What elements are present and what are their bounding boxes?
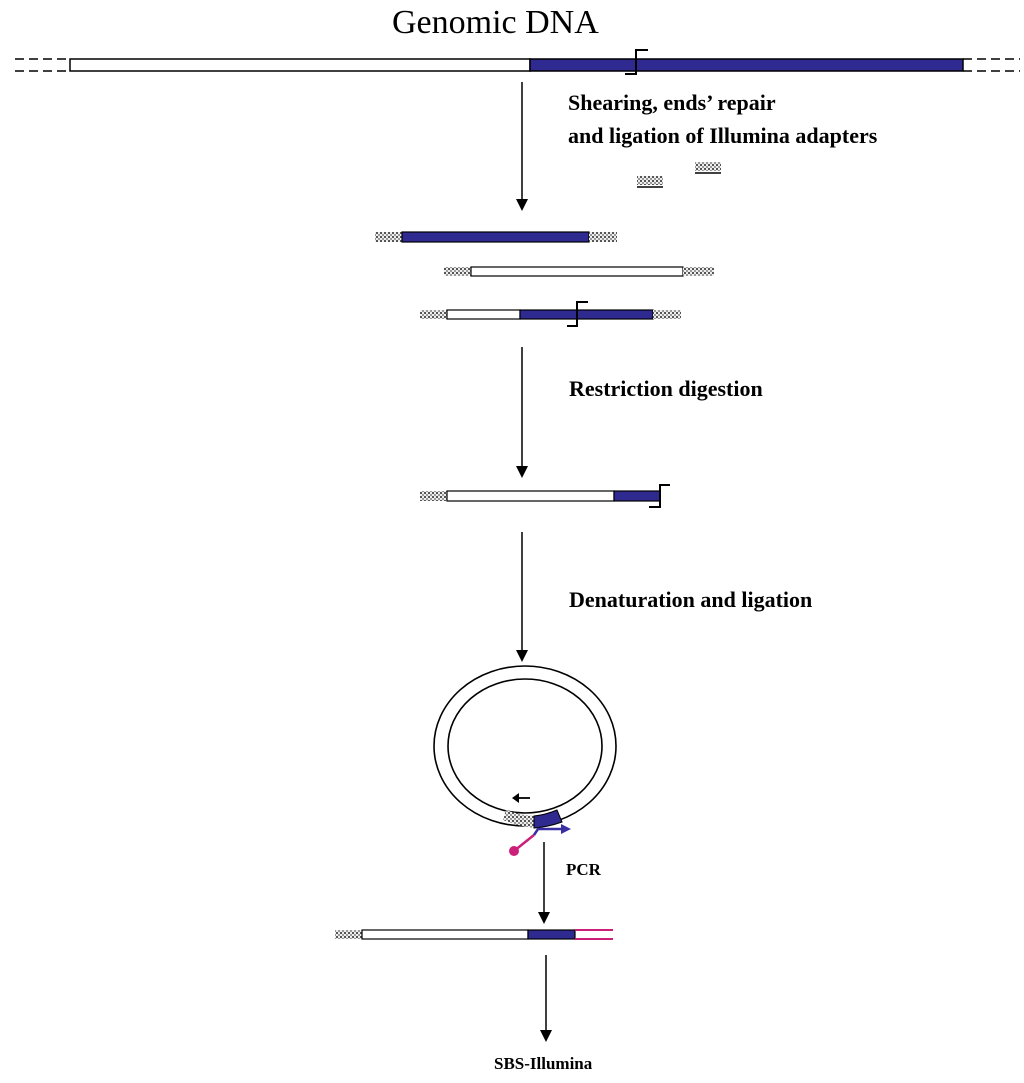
adapter-fragment (637, 176, 663, 185)
adapter-region (503, 810, 534, 828)
illumina-adapters (637, 162, 721, 188)
adapter-fragment (695, 162, 721, 171)
fragment-2 (444, 266, 714, 277)
adapter-right (683, 267, 714, 276)
step-denaturation: Denaturation and ligation (569, 587, 813, 612)
step-restriction: Restriction digestion (569, 376, 763, 401)
adapter-left (444, 267, 471, 276)
restriction-site-icon (625, 49, 648, 75)
pcr-primers (509, 824, 571, 856)
fragment-3 (420, 301, 681, 327)
adapter-left (335, 930, 362, 939)
circular-dna (433, 665, 617, 829)
sticky-end-icon (649, 484, 670, 508)
target-region (533, 809, 563, 829)
dna-target-region (529, 58, 964, 72)
digested-fragment (420, 484, 670, 508)
step-shearing-line2: and ligation of Illumina adapters (568, 123, 878, 148)
adapter-left (420, 310, 447, 319)
step-pcr: PCR (566, 860, 601, 879)
adapter-left (375, 232, 402, 242)
genomic-dna (15, 49, 1020, 75)
pcr-product (335, 929, 613, 940)
adapter-left (420, 491, 447, 501)
adapter-right (589, 232, 617, 242)
restriction-site-icon (567, 301, 588, 327)
step-sequencing: SBS-Illumina (494, 1054, 593, 1073)
fragment-1 (375, 231, 617, 243)
circle-icon (433, 665, 617, 827)
step-shearing-line1: Shearing, ends’ repair (568, 90, 776, 115)
primer-arrow-icon (532, 827, 565, 836)
dna-plain-segment (69, 58, 531, 72)
diagram-title: Genomic DNA (392, 4, 599, 41)
adapter-right (653, 310, 681, 319)
